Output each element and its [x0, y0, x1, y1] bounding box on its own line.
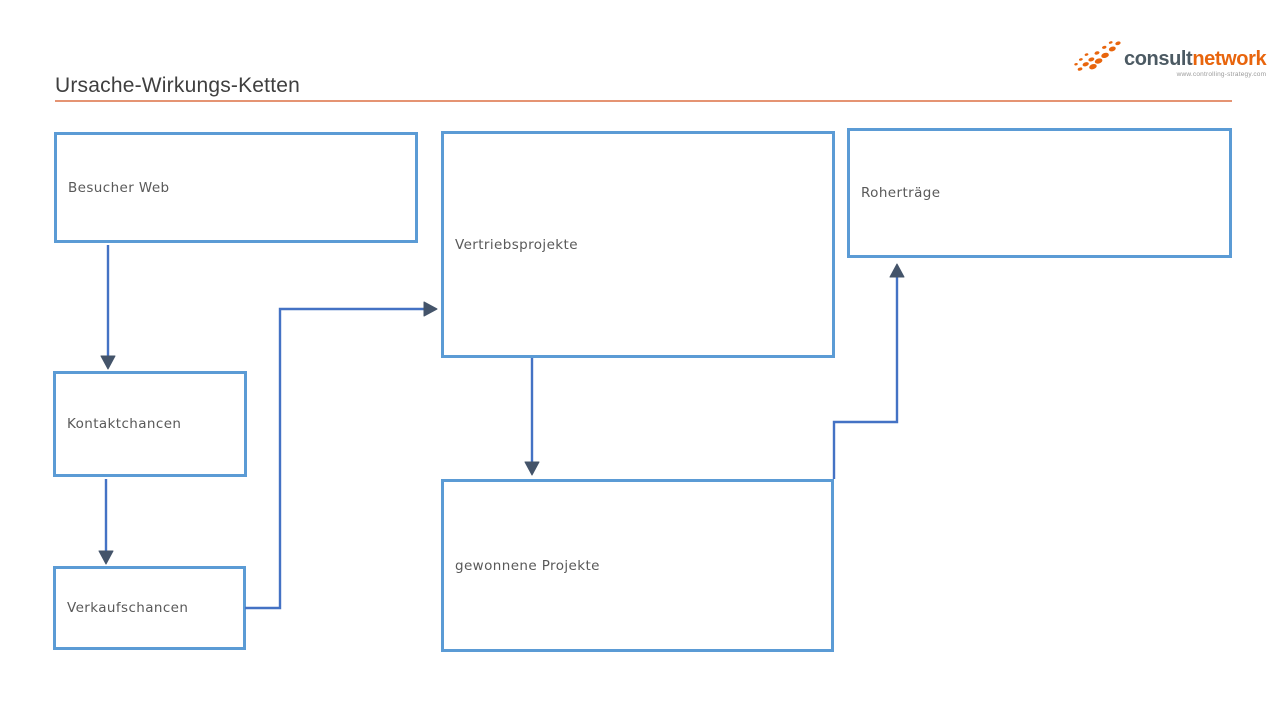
- node-label: Besucher Web: [68, 179, 170, 196]
- node-besucher-web: Besucher Web: [54, 132, 418, 243]
- node-label: Verkaufschancen: [67, 600, 189, 616]
- node-label: Kontaktchancen: [67, 416, 182, 432]
- node-label: Vertriebsprojekte: [455, 236, 578, 253]
- node-kontaktchancen: Kontaktchancen: [53, 371, 247, 477]
- arrowhead-down-icon: [98, 550, 114, 565]
- logo-consult-text: consult: [1124, 48, 1193, 70]
- node-vertriebsprojekte: Vertriebsprojekte: [441, 131, 835, 358]
- arrowhead-down-icon: [524, 461, 540, 476]
- logo-wordmark: consultnetwork: [1124, 48, 1267, 70]
- arrowhead-down-icon: [100, 355, 116, 370]
- node-rohertraege: Roherträge: [847, 128, 1232, 258]
- page-title: Ursache-Wirkungs-Ketten: [55, 74, 301, 97]
- edge-gewonnene-to-rohertraege: [832, 276, 899, 479]
- arrowhead-right-icon: [423, 301, 438, 317]
- node-label: gewonnene Projekte: [455, 557, 600, 574]
- logo-dots-swoosh-icon: [1074, 41, 1121, 71]
- logo-text: consultnetwork www.controlling-strategy.…: [1124, 48, 1267, 78]
- edge-verkauf-to-vertrieb: [245, 307, 425, 610]
- node-verkaufschancen: Verkaufschancen: [53, 566, 246, 650]
- node-label: Roherträge: [861, 185, 941, 201]
- logo-tagline: www.controlling-strategy.com: [1176, 71, 1267, 78]
- title-underline: [55, 100, 1232, 102]
- arrowhead-up-icon: [889, 263, 905, 278]
- node-gewonnene-projekte: gewonnene Projekte: [441, 479, 834, 652]
- logo-network-text: network: [1192, 48, 1267, 70]
- company-logo: consultnetwork www.controlling-strategy.…: [1072, 36, 1267, 78]
